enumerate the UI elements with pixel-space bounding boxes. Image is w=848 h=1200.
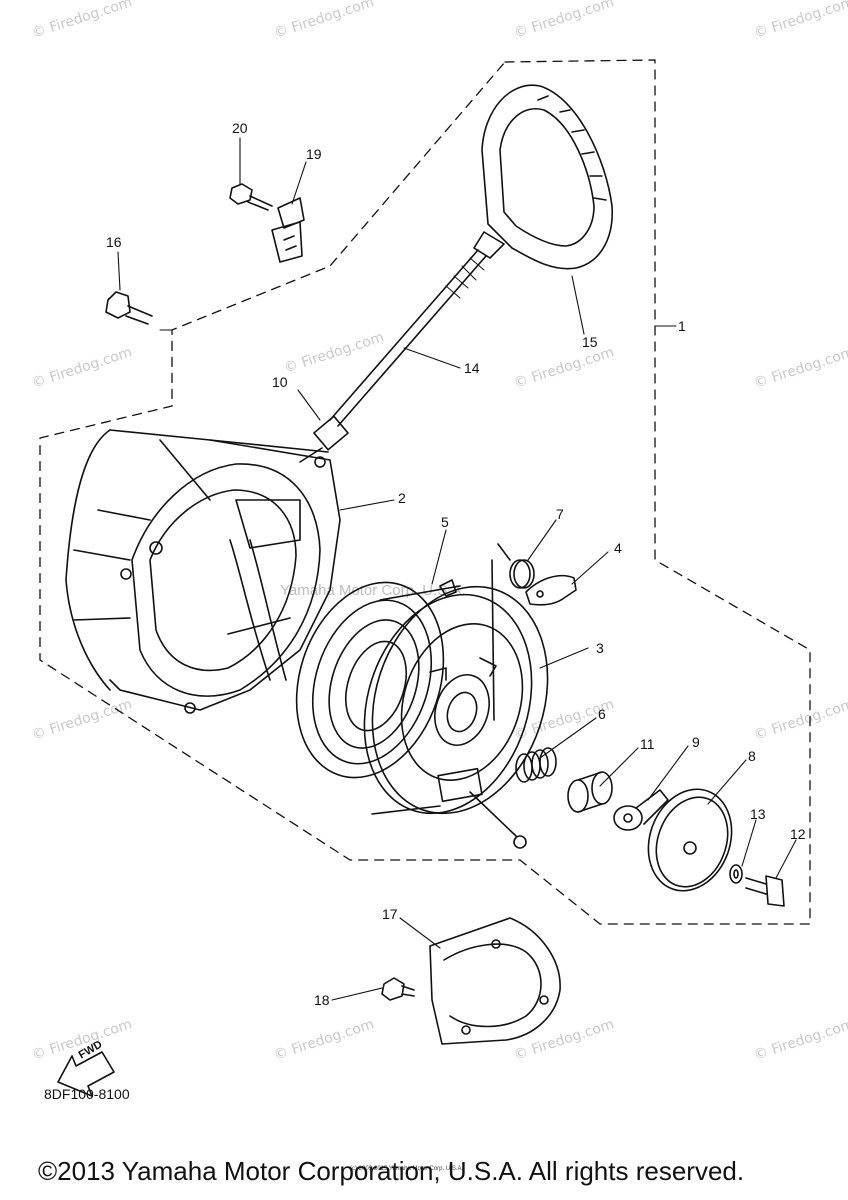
callout-19: 19	[306, 146, 322, 162]
bolt-16	[105, 291, 153, 325]
starter-cover	[429, 917, 561, 1045]
drive-plate	[613, 789, 669, 831]
starter-rope	[329, 249, 487, 427]
forward-arrow-icon	[57, 1051, 115, 1097]
cover-plate	[647, 788, 733, 892]
coil-spring	[515, 747, 557, 783]
callout-11: 11	[640, 736, 655, 752]
starter-pulley	[363, 559, 549, 849]
bolt-20	[229, 183, 273, 211]
callout-2: 2	[398, 490, 406, 506]
callout-7: 7	[556, 506, 564, 522]
callout-17: 17	[382, 906, 398, 922]
callout-10: 10	[272, 374, 288, 390]
ratchet-pawl	[525, 574, 577, 606]
callout-1: 1	[678, 318, 686, 334]
callout-15: 15	[582, 334, 598, 350]
collar	[567, 771, 613, 813]
callout-20: 20	[232, 120, 248, 136]
bolt-12	[745, 875, 785, 907]
copyright-notice: ©2013 Yamaha Motor Corporation, U.S.A. A…	[38, 1156, 745, 1186]
callout-3: 3	[596, 640, 604, 656]
starter-case	[65, 429, 341, 714]
callout-13: 13	[750, 806, 766, 822]
washer	[729, 864, 743, 884]
callout-18: 18	[314, 992, 330, 1008]
leader-lines	[117, 137, 797, 1001]
callout-12: 12	[790, 826, 806, 842]
callout-4: 4	[614, 540, 622, 556]
starter-handle	[473, 84, 613, 270]
callout-8: 8	[748, 748, 756, 764]
callout-6: 6	[598, 706, 606, 722]
bolt-18	[381, 977, 415, 1001]
callout-14: 14	[464, 360, 480, 376]
diagram-code: 8DF100-8100	[44, 1086, 130, 1102]
assembly-boundary	[39, 59, 811, 925]
callout-16: 16	[106, 234, 122, 250]
callout-9: 9	[692, 734, 700, 750]
drive-spring	[497, 543, 535, 589]
tiny-print: (c) 2005-2015 Yamaha Motor Corp. U.S.A.	[350, 1166, 464, 1172]
bracket	[271, 197, 305, 263]
callout-5: 5	[441, 514, 449, 530]
